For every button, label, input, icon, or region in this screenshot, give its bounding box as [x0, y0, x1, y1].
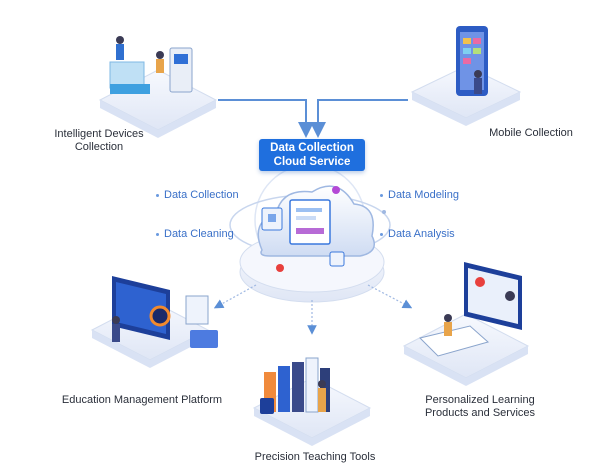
op-data-collection-label: Data Collection — [164, 189, 239, 201]
label-mobile-collection: Mobile Collection — [489, 127, 573, 139]
op-data-collection: Data Collection — [156, 189, 239, 202]
education-platform-illustration — [90, 276, 218, 368]
bullet-icon — [156, 232, 159, 236]
bullet-icon — [380, 193, 383, 197]
label-intelligent-devices-line2: Collection — [74, 141, 124, 153]
cloud-service-box: Data Collection Cloud Service — [259, 139, 365, 171]
intelligent-devices-illustration — [98, 36, 218, 138]
cloud-illustration — [257, 185, 386, 272]
cloud-service-title-line1: Data Collection — [270, 142, 354, 154]
op-data-modeling: Data Modeling — [380, 189, 459, 202]
op-data-modeling-label: Data Modeling — [388, 189, 459, 201]
op-data-analysis-label: Data Analysis — [388, 228, 455, 240]
connector-lines — [218, 99, 408, 138]
op-data-cleaning: Data Cleaning — [156, 228, 234, 241]
bullet-icon — [380, 232, 383, 236]
bullet-icon — [156, 193, 159, 197]
mobile-illustration — [410, 26, 522, 126]
label-personalized-learning: Personalized Learning Products and Servi… — [410, 394, 550, 420]
precision-tools-illustration — [252, 357, 372, 446]
op-data-cleaning-label: Data Cleaning — [164, 228, 234, 240]
label-personalized-learning-line2: Products and Services — [424, 407, 536, 419]
personalized-learning-illustration — [402, 262, 530, 386]
output-arrows — [213, 284, 413, 335]
label-precision-teaching: Precision Teaching Tools — [254, 451, 376, 463]
cloud-service-title-line2: Cloud Service — [273, 156, 351, 168]
op-data-analysis: Data Analysis — [380, 228, 455, 241]
label-personalized-learning-line1: Personalized Learning — [425, 394, 535, 406]
label-intelligent-devices-line1: Intelligent Devices — [54, 128, 144, 140]
label-education-management: Education Management Platform — [61, 394, 223, 406]
label-intelligent-devices: Intelligent Devices Collection — [40, 128, 158, 154]
